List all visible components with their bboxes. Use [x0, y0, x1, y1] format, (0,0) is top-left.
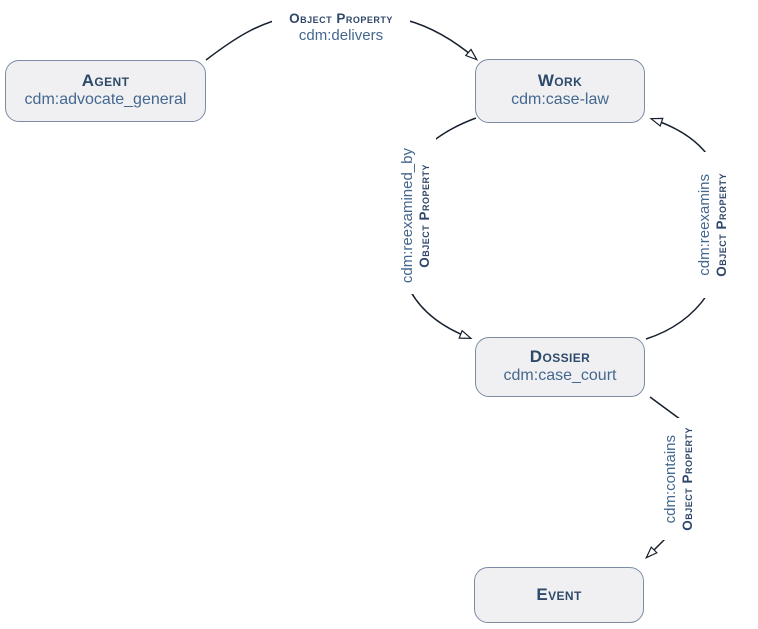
node-work[interactable]: Work cdm:case-law — [475, 59, 645, 123]
edge-path-agent-delivers-work-tail — [405, 19, 479, 61]
edge-label-kind: Object Property — [416, 164, 432, 268]
edge-label-name: cdm:delivers — [298, 26, 384, 44]
edge-label-dossier-reexamins-work: Object Property cdm:reexamins — [693, 152, 733, 298]
edge-label-kind: Object Property — [289, 10, 393, 26]
node-agent-subtitle: cdm:advocate_general — [24, 91, 187, 109]
node-dossier[interactable]: Dossier cdm:case_court — [475, 337, 645, 397]
node-event-title: Event — [536, 585, 582, 605]
edge-path-dossier-reexamins-work — [645, 294, 708, 340]
edge-path-work-reexamined-by-dossier-tail — [410, 291, 473, 339]
edge-label-name: cdm:reexamined_by — [399, 148, 417, 284]
edge-label-agent-delivers-work: Object Property cdm:delivers — [272, 6, 410, 50]
node-agent[interactable]: Agent cdm:advocate_general — [5, 60, 206, 122]
edge-label-work-reexamined-by-dossier: Object Property cdm:reexamined_by — [396, 138, 436, 294]
edge-label-name: cdm:contains — [662, 434, 680, 524]
node-agent-title: Agent — [81, 71, 130, 91]
node-dossier-title: Dossier — [529, 347, 591, 367]
node-event[interactable]: Event — [474, 567, 644, 623]
edge-label-kind: Object Property — [679, 427, 695, 531]
node-work-subtitle: cdm:case-law — [511, 91, 609, 109]
edge-label-name: cdm:reexamins — [696, 174, 714, 276]
edge-label-dossier-contains-event: Object Property cdm:contains — [659, 418, 699, 540]
node-work-title: Work — [537, 71, 583, 91]
edge-label-kind: Object Property — [713, 173, 729, 277]
node-dossier-subtitle: cdm:case_court — [503, 367, 617, 385]
